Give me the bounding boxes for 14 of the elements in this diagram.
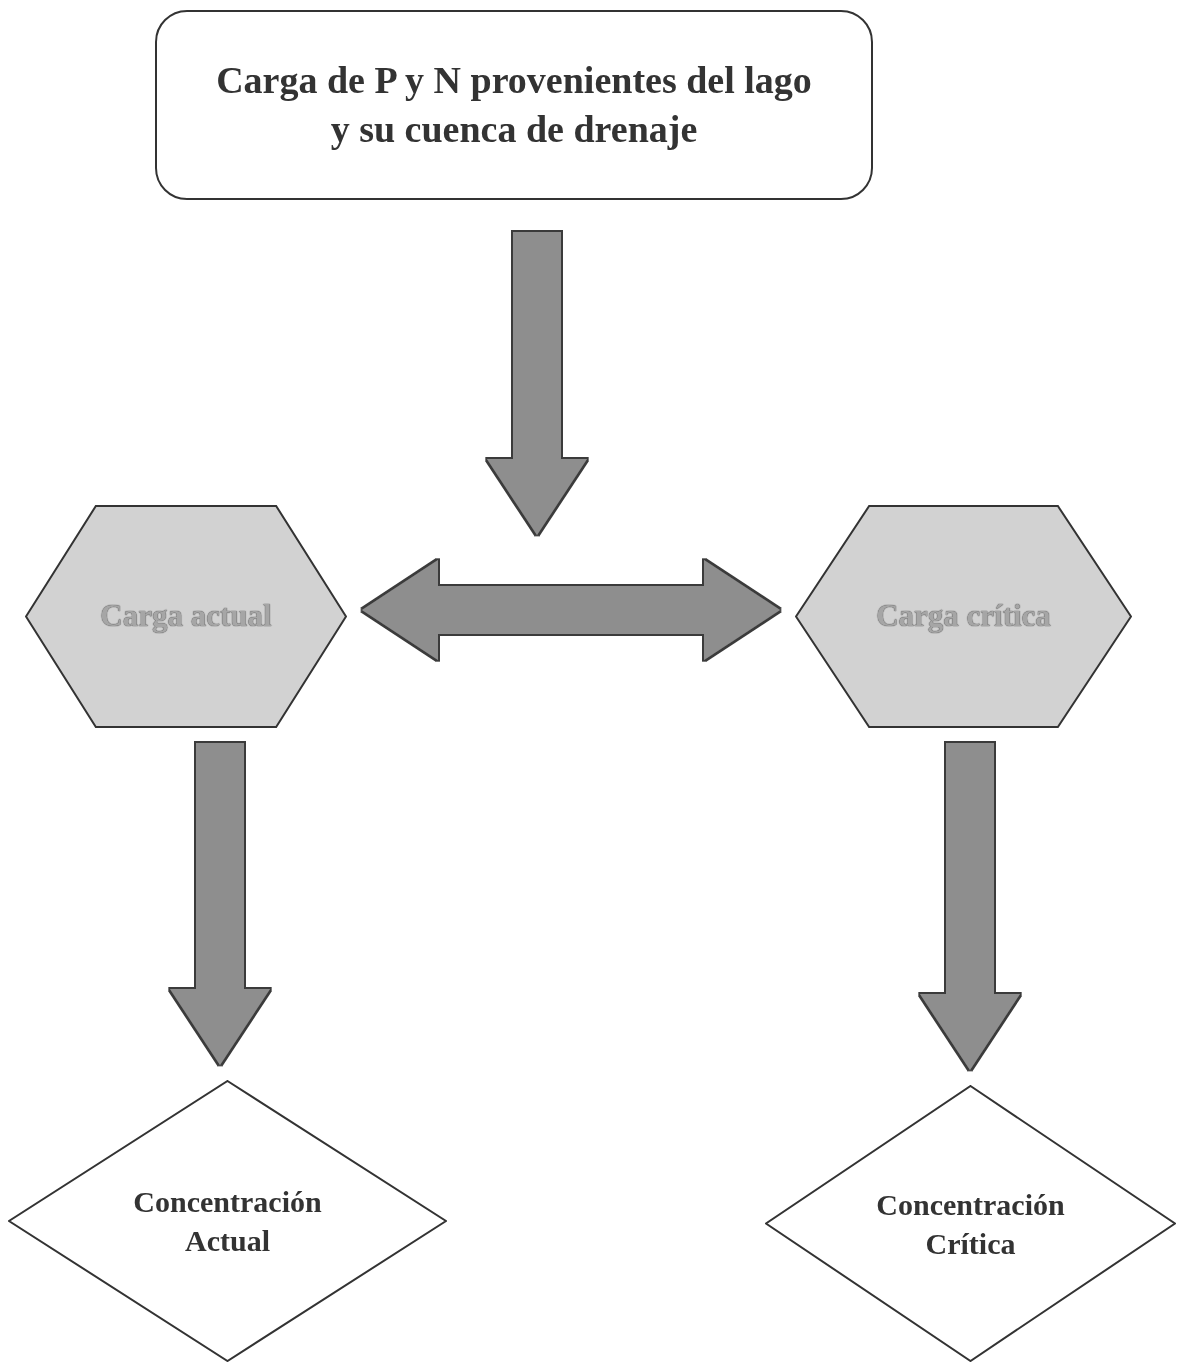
rounded-box [155, 10, 873, 200]
hexagon [25, 505, 347, 728]
block-arrow [487, 232, 587, 535]
hexagon [795, 505, 1132, 728]
block-arrow [362, 560, 780, 660]
diamond [765, 1085, 1176, 1362]
block-arrow [170, 743, 270, 1065]
node-label: Carga actual [99, 597, 273, 636]
node-label: Concentración Crítica [875, 1186, 1066, 1262]
node-label: Concentración Actual [132, 1184, 323, 1259]
node-label: Carga crítica [875, 597, 1052, 636]
diamond [8, 1080, 447, 1362]
block-arrow [920, 743, 1020, 1070]
node-label: Carga de P y N provenientes del lago y su cuenca de drenaje [215, 57, 813, 152]
